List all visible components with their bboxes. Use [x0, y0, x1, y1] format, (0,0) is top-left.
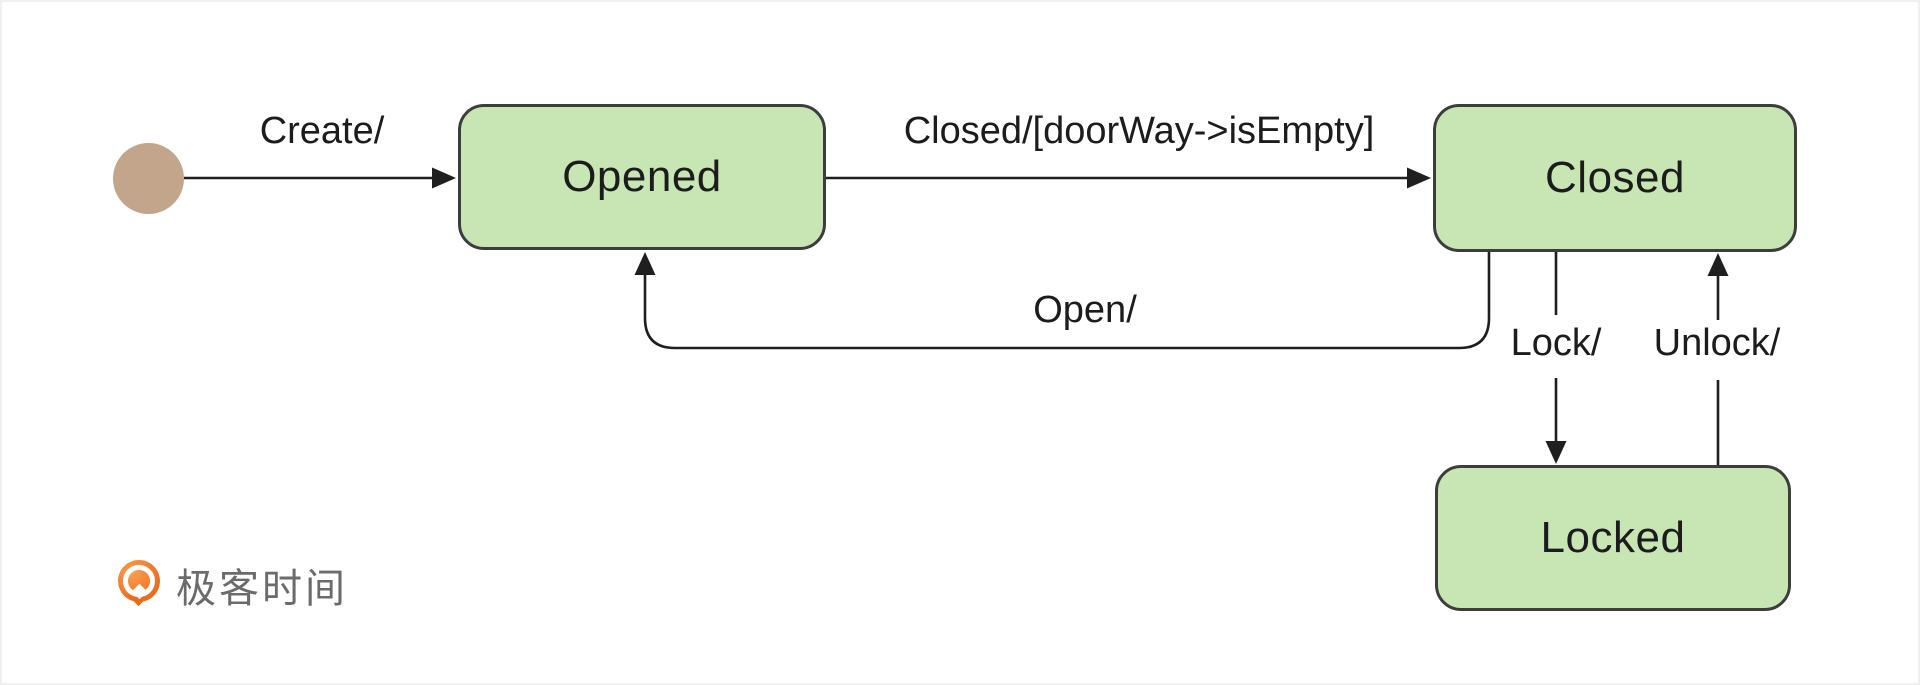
edge-create	[184, 167, 456, 189]
state-node-locked: Locked	[1435, 465, 1791, 611]
edge-unlock	[1707, 253, 1729, 465]
geektime-logo-icon	[118, 560, 164, 610]
transition-label-create: Create/	[253, 110, 391, 154]
transition-label-open: Open/	[1027, 289, 1143, 333]
edge-lock	[1545, 252, 1567, 464]
transition-label-lock: Lock/	[1504, 322, 1608, 366]
edge-open	[634, 252, 1491, 350]
state-node-opened: Opened	[458, 104, 826, 250]
brand-name: 极客时间	[176, 567, 348, 611]
initial-state-node	[113, 143, 184, 214]
brand-footer: 极客时间	[118, 560, 348, 611]
state-label-closed: Closed	[1545, 153, 1685, 202]
state-node-closed: Closed	[1433, 104, 1797, 252]
transition-label-unlock: Unlock/	[1647, 322, 1787, 366]
transition-label-closed-guard: Closed/[doorWay->isEmpty]	[897, 110, 1381, 154]
edge-closed-guard	[826, 167, 1431, 189]
state-label-opened: Opened	[562, 152, 722, 201]
state-label-locked: Locked	[1540, 513, 1686, 562]
